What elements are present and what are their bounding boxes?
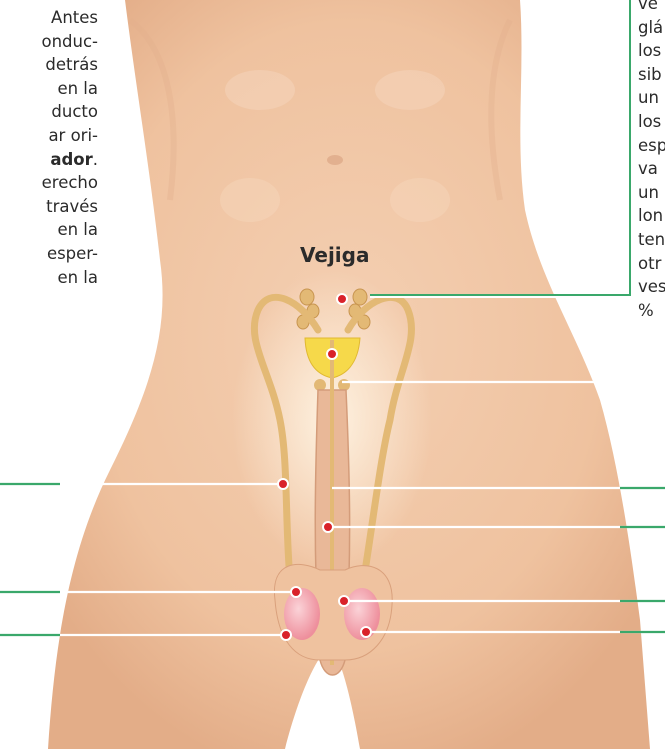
left-text-line: erecho <box>0 171 98 195</box>
dot-epididymis-left <box>291 587 301 597</box>
dot-epididymis-right <box>339 596 349 606</box>
right-text-line: los <box>638 39 665 63</box>
left-text-line: ducto <box>0 100 98 124</box>
left-text-line: esper- <box>0 242 98 266</box>
right-text-line: sib <box>638 63 665 87</box>
left-text-line: onduc- <box>0 30 98 54</box>
right-text-line: los <box>638 110 665 134</box>
right-text-line: ten <box>638 228 665 252</box>
right-text-line: ve <box>638 0 665 16</box>
dot-prostate <box>327 349 337 359</box>
right-text-line: un <box>638 181 665 205</box>
dot-urethra <box>323 522 333 532</box>
right-text-line: un <box>638 86 665 110</box>
left-text-line: ador. <box>0 148 98 172</box>
bladder-label: Vejiga <box>300 243 369 267</box>
right-text-line: glá <box>638 16 665 40</box>
left-text-line: través <box>0 195 98 219</box>
dot-testis-right <box>361 627 371 637</box>
right-text-line: esp <box>638 134 665 158</box>
right-text-line: lon <box>638 204 665 228</box>
dot-seminal-vesicle <box>337 294 347 304</box>
left-text-line: en la <box>0 218 98 242</box>
left-text-line: detrás <box>0 53 98 77</box>
left-text-line: en la <box>0 77 98 101</box>
right-text-line: ves <box>638 275 665 299</box>
left-text-line: Antes <box>0 6 98 30</box>
left-text-line: ar ori- <box>0 124 98 148</box>
dot-vas-deferens <box>278 479 288 489</box>
dot-testis-left <box>281 630 291 640</box>
left-text-line: en la <box>0 266 98 290</box>
right-text-line: va <box>638 157 665 181</box>
right-text-line: otr <box>638 252 665 276</box>
right-text-line: % <box>638 299 665 323</box>
